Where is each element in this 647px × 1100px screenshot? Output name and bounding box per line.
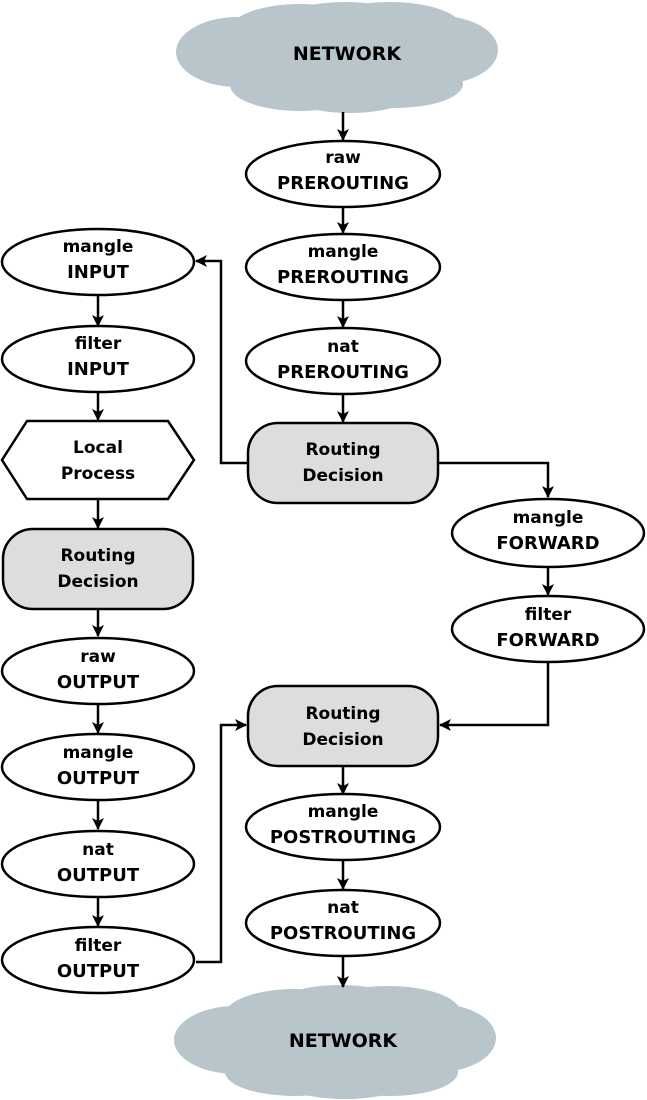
local-process-line1: Local bbox=[73, 438, 123, 458]
arrow-routing-decision-to-mangle-input bbox=[195, 255, 248, 465]
raw-prerouting-table: raw bbox=[325, 148, 361, 168]
routing-decision-3-line2: Decision bbox=[302, 730, 383, 750]
raw-output-table: raw bbox=[80, 647, 116, 667]
nat-prerouting-table: nat bbox=[327, 337, 359, 357]
filter-forward-table: filter bbox=[525, 605, 572, 625]
network-top-label: NETWORK bbox=[293, 43, 403, 65]
node-nat-prerouting: nat PREROUTING bbox=[244, 326, 442, 396]
nat-postrouting-chain: POSTROUTING bbox=[270, 923, 416, 944]
nat-postrouting-table: nat bbox=[327, 898, 359, 918]
node-nat-postrouting: nat POSTROUTING bbox=[244, 888, 442, 958]
mangle-input-chain: INPUT bbox=[67, 262, 130, 283]
filter-input-table: filter bbox=[75, 334, 122, 354]
node-mangle-prerouting: mangle PREROUTING bbox=[244, 232, 442, 302]
nat-prerouting-chain: PREROUTING bbox=[277, 362, 409, 383]
connectors bbox=[92, 112, 554, 988]
node-mangle-postrouting: mangle POSTROUTING bbox=[244, 792, 442, 862]
mangle-forward-table: mangle bbox=[513, 508, 584, 528]
routing-decision-2-line1: Routing bbox=[60, 546, 135, 566]
nat-output-chain: OUTPUT bbox=[57, 865, 140, 886]
network-bottom-label: NETWORK bbox=[289, 1030, 399, 1052]
arrow-filter-forward-to-routing-decision bbox=[439, 663, 550, 731]
nat-output-table: nat bbox=[82, 840, 114, 860]
filter-output-table: filter bbox=[75, 936, 122, 956]
mangle-postrouting-table: mangle bbox=[308, 802, 379, 822]
node-filter-forward: filter FORWARD bbox=[450, 594, 646, 664]
node-routing-decision-3: Routing Decision bbox=[246, 684, 440, 768]
local-process-line2: Process bbox=[61, 464, 135, 484]
routing-decision-1-line2: Decision bbox=[302, 466, 383, 486]
routing-decision-2-line2: Decision bbox=[57, 572, 138, 592]
node-routing-decision-2: Routing Decision bbox=[1, 527, 195, 611]
filter-forward-chain: FORWARD bbox=[496, 630, 599, 651]
node-mangle-input: mangle INPUT bbox=[0, 227, 196, 297]
filter-input-chain: INPUT bbox=[67, 359, 130, 380]
node-routing-decision-1: Routing Decision bbox=[246, 421, 440, 505]
filter-output-chain: OUTPUT bbox=[57, 961, 140, 982]
arrow-filter-output-to-routing-decision bbox=[196, 719, 247, 964]
mangle-prerouting-table: mangle bbox=[308, 242, 379, 262]
node-local-process: Local Process bbox=[0, 419, 196, 501]
node-filter-input: filter INPUT bbox=[0, 324, 196, 394]
mangle-prerouting-chain: PREROUTING bbox=[277, 267, 409, 288]
node-raw-output: raw OUTPUT bbox=[0, 636, 196, 706]
node-mangle-forward: mangle FORWARD bbox=[450, 497, 646, 569]
node-raw-prerouting: raw PREROUTING bbox=[244, 139, 442, 209]
raw-output-chain: OUTPUT bbox=[57, 672, 140, 693]
raw-prerouting-chain: PREROUTING bbox=[277, 173, 409, 194]
network-cloud-bottom: NETWORK bbox=[174, 985, 496, 1099]
mangle-output-table: mangle bbox=[63, 743, 134, 763]
mangle-postrouting-chain: POSTROUTING bbox=[270, 827, 416, 848]
mangle-output-chain: OUTPUT bbox=[57, 768, 140, 789]
routing-decision-1-line1: Routing bbox=[305, 440, 380, 460]
node-mangle-output: mangle OUTPUT bbox=[0, 732, 196, 802]
arrow-routing-decision-to-mangle-forward bbox=[438, 461, 554, 498]
mangle-input-table: mangle bbox=[63, 237, 134, 257]
network-cloud-top: NETWORK bbox=[176, 2, 498, 113]
node-filter-output: filter OUTPUT bbox=[0, 925, 196, 995]
mangle-forward-chain: FORWARD bbox=[496, 533, 599, 554]
routing-decision-3-line1: Routing bbox=[305, 704, 380, 724]
node-nat-output: nat OUTPUT bbox=[0, 829, 196, 899]
